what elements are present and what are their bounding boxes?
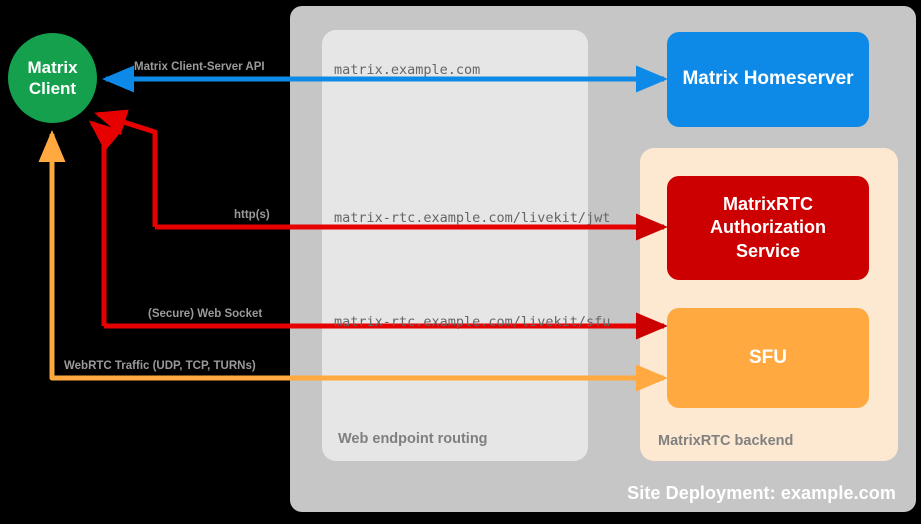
matrixrtc-backend-label: MatrixRTC backend xyxy=(658,433,794,449)
endpoint-url-matrix: matrix.example.com xyxy=(334,62,481,78)
edge-label-https: http(s) xyxy=(234,209,270,221)
endpoint-url-livekit-jwt: matrix-rtc.example.com/livekit/jwt xyxy=(334,210,611,226)
edge-label-secure-web-socket: (Secure) Web Socket xyxy=(148,308,263,320)
endpoint-url-livekit-sfu: matrix-rtc.example.com/livekit/sfu xyxy=(334,314,611,330)
edge-label-webrtc-traffic: WebRTC Traffic (UDP, TCP, TURNs) xyxy=(64,360,256,372)
edge-secure-web-socket xyxy=(88,120,669,340)
web-endpoint-routing-panel: Web endpoint routing xyxy=(322,30,588,461)
edge-label-matrix-client-server-api: Matrix Client-Server API xyxy=(134,61,265,73)
edge-webrtc-traffic xyxy=(38,129,669,392)
site-deployment-label: Site Deployment: example.com xyxy=(627,483,896,503)
web-endpoint-routing-label: Web endpoint routing xyxy=(338,431,488,447)
edge-https-jwt xyxy=(94,109,669,241)
